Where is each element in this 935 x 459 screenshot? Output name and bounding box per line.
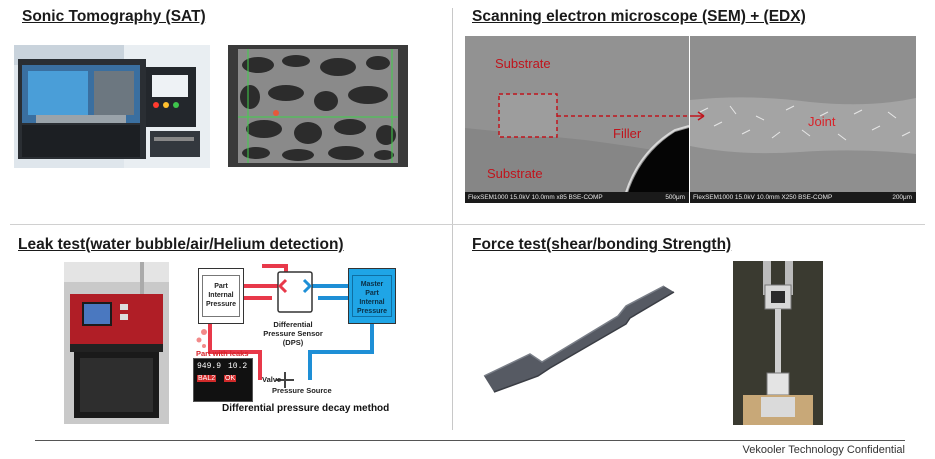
force-title: Force test(shear/bonding Strength) — [472, 236, 732, 253]
part-with-leaks-label: Part with leaks — [196, 349, 249, 358]
label-joint: Joint — [808, 114, 836, 129]
sensor-label: Differential Pressure Sensor (DPS) — [263, 320, 323, 347]
differential-pressure-diagram — [196, 264, 374, 388]
valve-label: Valve — [262, 375, 282, 384]
part-pressure-box: Part Internal Pressure — [198, 268, 244, 324]
sem-scale-2: 200μm — [892, 194, 912, 201]
sem-title: Scanning electron microscope (SEM) + (ED… — [472, 8, 806, 25]
gauge-display: 949.9 10.2 BAL2 OK — [193, 358, 253, 402]
sem-panel-2: Joint FlexSEM1000 15.0kV 10.0mm X250 BSE… — [690, 36, 916, 203]
gauge-value-1: 949.9 — [197, 362, 222, 371]
label-substrate-bottom: Substrate — [487, 166, 543, 181]
master-pressure-label: Master Part Internal Pressure — [352, 275, 392, 317]
footer-rule — [35, 440, 905, 441]
label-substrate-top: Substrate — [495, 56, 551, 71]
part-pressure-label: Part Internal Pressure — [202, 275, 240, 317]
footer-confidential: Vekooler Technology Confidential — [742, 444, 905, 456]
leak-tester-photo — [64, 262, 169, 424]
sem-scale-1: 500μm — [665, 194, 685, 201]
leak-title: Leak test(water bubble/air/Helium detect… — [18, 236, 344, 253]
force-tester-photo — [733, 261, 823, 425]
gauge-tag-2: OK — [224, 375, 237, 382]
horizontal-divider — [10, 224, 925, 225]
dogbone-specimen-illustration — [483, 285, 675, 393]
sem-info-2: FlexSEM1000 15.0kV 10.0mm X250 BSE-COMP — [693, 194, 833, 201]
sem-info-bar-1: FlexSEM1000 15.0kV 10.0mm x85 BSE-COMP 5… — [465, 192, 689, 203]
sem-info-bar-2: FlexSEM1000 15.0kV 10.0mm X250 BSE-COMP … — [690, 192, 916, 203]
sat-scan-image — [228, 45, 408, 167]
vertical-divider — [452, 8, 453, 430]
sat-machine-photo — [14, 45, 210, 168]
gauge-value-2: 10.2 — [228, 362, 248, 371]
label-filler: Filler — [613, 126, 642, 141]
method-caption: Differential pressure decay method — [222, 403, 390, 414]
master-pressure-box: Master Part Internal Pressure — [348, 268, 396, 324]
gauge-tag-1: BAL2 — [197, 375, 217, 382]
sem-panel-1: Substrate Filler Substrate FlexSEM1000 1… — [465, 36, 689, 203]
pressure-source-label: Pressure Source — [272, 386, 332, 395]
sem-info-1: FlexSEM1000 15.0kV 10.0mm x85 BSE-COMP — [468, 194, 603, 201]
sat-title: Sonic Tomography (SAT) — [22, 8, 206, 25]
